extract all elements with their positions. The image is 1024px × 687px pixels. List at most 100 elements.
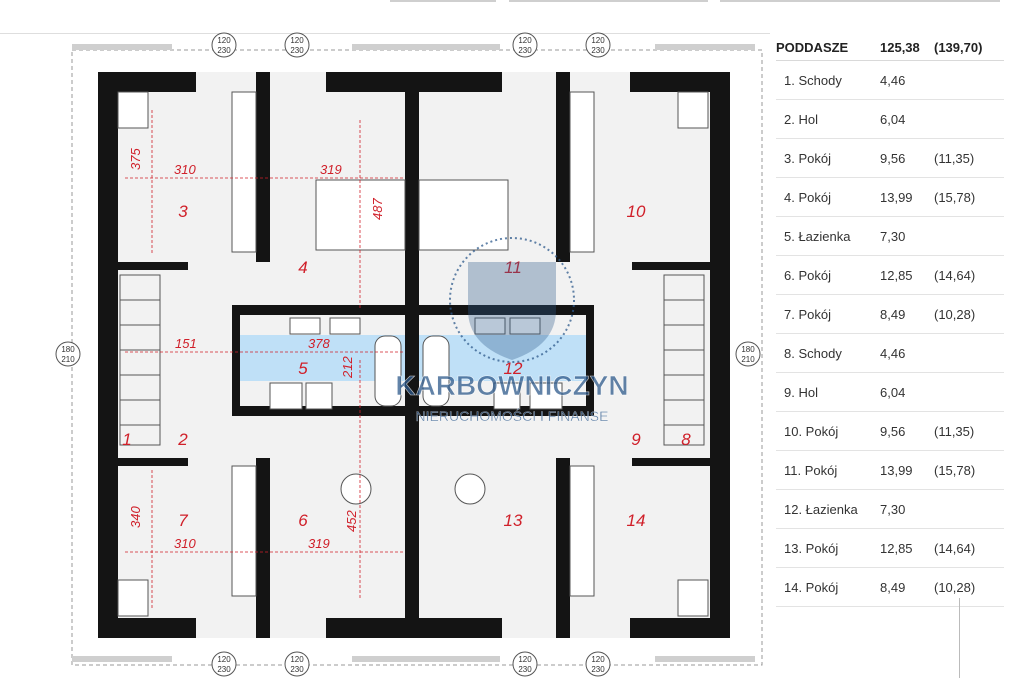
- roof-window-strips: [72, 44, 755, 662]
- dimension-378: 378: [308, 336, 330, 351]
- row-name: 14. Pokój: [784, 579, 839, 595]
- row-name: 12. Łazienka: [784, 501, 858, 517]
- room-number-3: 3: [178, 202, 188, 221]
- stairs: [119, 274, 705, 446]
- row-area-alt: (15,78): [934, 189, 976, 205]
- dimension-319: 319: [320, 162, 342, 177]
- area-table-row: 14. Pokój 8,49 (10,28): [776, 568, 1004, 607]
- row-area-alt: (10,28): [934, 579, 976, 595]
- row-name: 3. Pokój: [784, 150, 831, 166]
- window-label-side-bottom: 210: [741, 355, 755, 364]
- row-area: 8,49: [880, 579, 906, 595]
- dimension-310: 310: [174, 162, 196, 177]
- window-markers: [55, 32, 761, 677]
- window-label-top: 120: [290, 36, 304, 45]
- row-area-alt: (15,78): [934, 462, 976, 478]
- window-label-side-bottom: 210: [61, 355, 75, 364]
- area-table-rows: 1. Schody 4,46 2. Hol 6,04 3. Pokój 9,56 (11,3…: [776, 61, 1004, 607]
- row-area: 4,46: [880, 72, 906, 88]
- row-name: 1. Schody: [784, 72, 842, 88]
- window-label-top: 120: [591, 36, 605, 45]
- watermark-name: KARBOWNICZYN: [395, 370, 628, 401]
- window-label-bottom: 230: [591, 46, 605, 55]
- area-table-row: 4. Pokój 13,99 (15,78): [776, 178, 1004, 217]
- divider-bar: [390, 0, 496, 2]
- room-number-11: 11: [504, 258, 522, 277]
- divider-bar: [720, 0, 1000, 2]
- anchor-shield-icon: [468, 262, 556, 360]
- row-area: 13,99: [880, 462, 913, 478]
- row-area: 9,56: [880, 423, 906, 439]
- room-number-8: 8: [681, 430, 691, 449]
- row-area: 7,30: [880, 228, 906, 244]
- room-number-5: 5: [298, 359, 308, 378]
- area-table-row: 11. Pokój 13,99 (15,78): [776, 451, 1004, 490]
- row-area: 13,99: [880, 189, 913, 205]
- area-table-row: 1. Schody 4,46: [776, 61, 1004, 100]
- area-table-row: 8. Schody 4,46: [776, 334, 1004, 373]
- walls: [98, 72, 730, 638]
- divider-line: [0, 33, 770, 34]
- area-table-row: 9. Hol 6,04: [776, 373, 1004, 412]
- area-table-row: 2. Hol 6,04: [776, 100, 1004, 139]
- fixtures: [117, 91, 709, 617]
- row-name: 4. Pokój: [784, 189, 831, 205]
- row-name: 2. Hol: [784, 111, 818, 127]
- row-area: 6,04: [880, 384, 906, 400]
- window-label-top: 120: [518, 36, 532, 45]
- row-name: 11. Pokój: [784, 462, 838, 478]
- row-area: 4,46: [880, 345, 906, 361]
- row-area-alt: (11,35): [934, 423, 975, 439]
- window-label-bottom: 230: [290, 665, 304, 674]
- row-area: 6,04: [880, 111, 906, 127]
- room-numbers: 1 2 3 4 5 6 7 8 9 10 11 12 13 14: [122, 202, 691, 530]
- header-area: 125,38: [880, 39, 920, 55]
- window-label-top: 120: [290, 655, 304, 664]
- watermark-subtitle: NIERUCHOMOŚCI I FINANSE: [416, 407, 609, 424]
- row-area: 8,49: [880, 306, 906, 322]
- header-name: PODDASZE: [776, 39, 849, 55]
- window-label-side-top: 180: [61, 345, 75, 354]
- row-area: 12,85: [880, 267, 913, 283]
- window-label-bottom: 230: [591, 665, 605, 674]
- dimension-319-lower: 319: [308, 536, 330, 551]
- row-name: 9. Hol: [784, 384, 818, 400]
- room-number-12: 12: [504, 359, 523, 378]
- room-number-4: 4: [298, 258, 307, 277]
- divider-bar: [509, 0, 708, 2]
- table-divider-line: [959, 598, 960, 678]
- row-area: 9,56: [880, 150, 906, 166]
- row-area-alt: (10,28): [934, 306, 976, 322]
- dimension-labels: 375 310 319 487 151 378 212 340 310 319 …: [128, 148, 385, 551]
- area-table-row: 12. Łazienka 7,30: [776, 490, 1004, 529]
- row-area-alt: (14,64): [934, 267, 976, 283]
- dimension-lines: [125, 110, 405, 610]
- window-label-bottom: 230: [518, 665, 532, 674]
- room-number-10: 10: [627, 202, 646, 221]
- row-name: 13. Pokój: [784, 540, 839, 556]
- room-number-1: 1: [122, 430, 131, 449]
- row-area: 7,30: [880, 501, 906, 517]
- row-name: 7. Pokój: [784, 306, 831, 322]
- window-labels: 120 230 120 230 120 230 120 230 120 230 …: [61, 36, 755, 674]
- top-divider-bars: [0, 0, 1024, 34]
- row-name: 6. Pokój: [784, 267, 831, 283]
- area-table-header: PODDASZE 125,38 (139,70): [776, 34, 1004, 61]
- row-name: 8. Schody: [784, 345, 842, 361]
- window-label-top: 120: [591, 655, 605, 664]
- window-label-top: 120: [518, 655, 532, 664]
- window-label-top: 120: [217, 36, 231, 45]
- window-label-bottom: 230: [518, 46, 532, 55]
- area-table-row: 6. Pokój 12,85 (14,64): [776, 256, 1004, 295]
- dimension-212: 212: [340, 356, 355, 379]
- dimension-375: 375: [128, 148, 143, 170]
- room-number-2: 2: [177, 430, 188, 449]
- row-name: 5. Łazienka: [784, 228, 851, 244]
- room-number-7: 7: [178, 511, 188, 530]
- window-label-bottom: 230: [290, 46, 304, 55]
- room-number-6: 6: [298, 511, 308, 530]
- dimension-487: 487: [370, 198, 385, 220]
